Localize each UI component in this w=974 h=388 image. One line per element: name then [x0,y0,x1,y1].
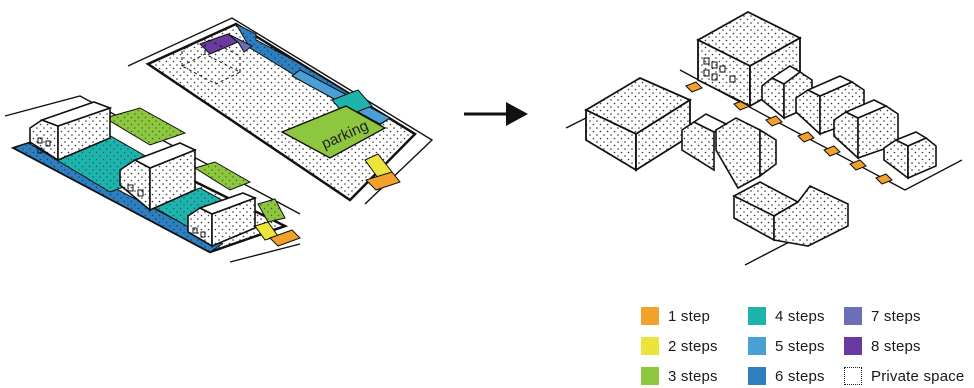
house-left-1 [29,101,113,162]
legend-label: 4 steps [775,307,825,325]
parking-area [280,105,387,159]
legend-item-8-steps: 8 steps [844,335,921,357]
left-parcel [4,95,301,263]
legend-swatch [641,307,659,325]
legend-label: 3 steps [668,367,718,385]
legend-swatch [748,337,766,355]
legend-label: 6 steps [775,367,825,385]
parking-lot-base [145,22,417,202]
legend-label: 2 steps [668,337,718,355]
legend-label: 1 step [668,307,711,325]
legend-item-private-space: Private space [844,365,964,387]
legend: 1 step 2 steps 3 steps 4 steps 5 steps 6… [641,305,971,387]
transformation-arrow [464,102,528,126]
right-neighborhood [565,10,963,266]
row-houses [795,75,937,180]
legend-swatch [844,307,862,325]
legend-item-3-steps: 3 steps [641,365,718,387]
legend-swatch [641,337,659,355]
parking-parcel: parking [127,17,434,205]
legend-swatch [748,367,766,385]
legend-swatch [748,307,766,325]
legend-swatch [844,337,862,355]
legend-item-6-steps: 6 steps [748,365,825,387]
legend-label: 7 steps [871,307,921,325]
legend-item-5-steps: 5 steps [748,335,825,357]
private-space-swatch [844,367,862,385]
mid-cluster [681,113,849,247]
legend-item-4-steps: 4 steps [748,305,825,327]
house-left-2 [119,142,198,212]
legend-item-2-steps: 2 steps [641,335,718,357]
house-left-3 [187,192,258,248]
legend-item-7-steps: 7 steps [844,305,921,327]
legend-label: Private space [871,367,965,385]
legend-label: 8 steps [871,337,921,355]
legend-item-1-step: 1 step [641,305,710,327]
legend-label: 5 steps [775,337,825,355]
legend-swatch [641,367,659,385]
gable-house-1 [761,65,813,120]
diagram-canvas: parking [4,10,963,266]
block-big-left [584,76,692,172]
